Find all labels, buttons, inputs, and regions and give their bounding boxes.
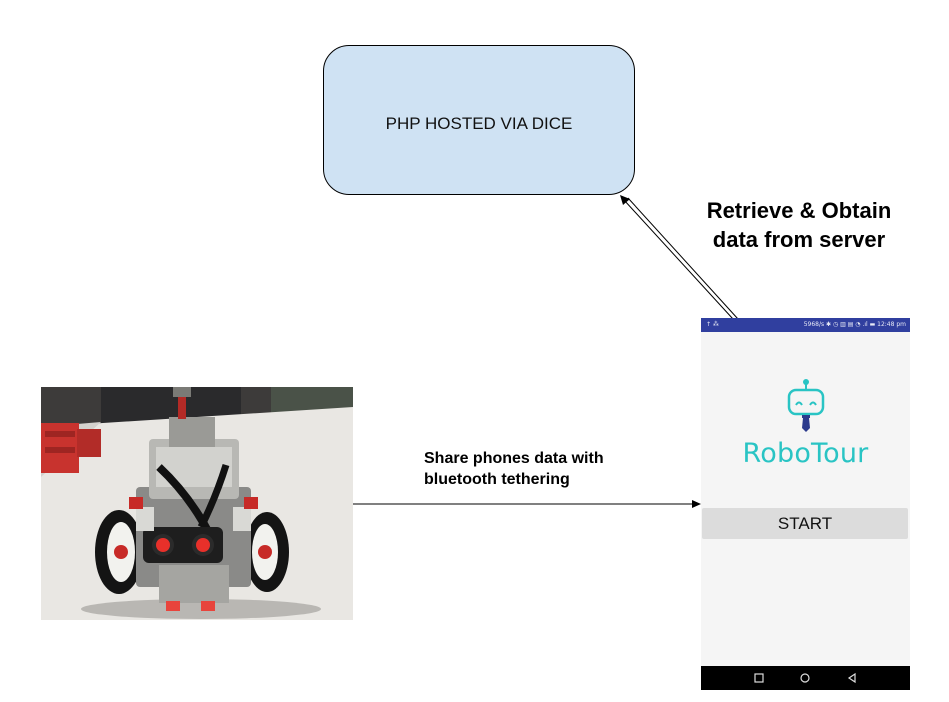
robot-photo [41,387,353,620]
robot-logo-icon [787,379,825,432]
server-label: PHP HOSTED VIA DICE [385,114,573,133]
share-label: Share phones data with bluetooth tetheri… [424,450,604,488]
home-icon[interactable] [799,672,811,684]
retrieve-label: Retrieve & Obtain data from server [706,198,892,252]
status-bar: ↑ ⁂ 5968/s ✱ ◷ ▥ ▤ ◔ .ıl ▬ 12:48 pm [701,318,910,332]
app-name: RoboTour [742,438,869,469]
retrieve-arrow-line-b [627,197,739,320]
status-left-icons: ↑ ⁂ [706,321,719,328]
share-arrowhead [692,500,701,508]
android-nav-bar [701,666,910,690]
recent-apps-icon[interactable] [753,672,765,684]
back-icon[interactable] [846,672,858,684]
retrieve-arrowhead [620,195,630,205]
start-button[interactable]: START [702,508,908,539]
status-right-info: 5968/s ✱ ◷ ▥ ▤ ◔ .ıl ▬ 12:48 pm [803,321,906,328]
retrieve-arrow-line-a [623,199,734,320]
phone-screenshot: ↑ ⁂ 5968/s ✱ ◷ ▥ ▤ ◔ .ıl ▬ 12:48 pm Robo… [701,318,910,690]
server-node: PHP HOSTED VIA DICE [323,45,635,195]
lego-robot-illustration [41,387,353,620]
